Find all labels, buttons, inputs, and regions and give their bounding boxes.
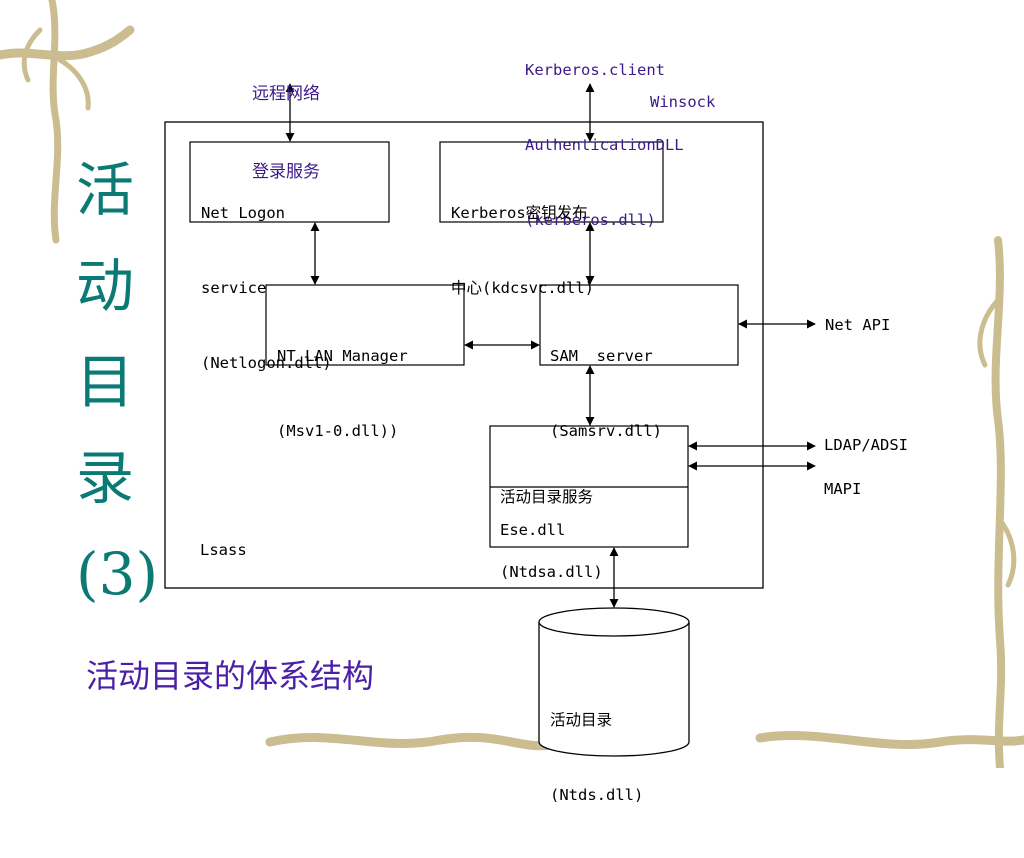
vine-right-leaf [977,297,1001,368]
net-logon-box [189,141,390,223]
remote-logon-label: 远程网络 登录服务 [252,84,320,182]
net-logon-text: Net Logon service (Netlogon.dll) [201,204,332,372]
title-char: 目 [76,348,135,416]
diagram-canvas [0,0,1024,768]
vine-decoration [0,0,1024,768]
title-char: 动 [76,252,135,320]
net-api-label: Net API [825,316,891,334]
vine-right-stem [991,236,1006,768]
sam-server-text: SAM server (Samsrv.dll) [550,347,662,440]
vine-top-left [0,25,135,61]
vertical-title: 活 动 目 录 (3) [76,142,166,622]
mapi-label: MAPI [820,477,942,502]
ntdsa-text: 活动目录服务 (Ntdsa.dll) [500,488,603,581]
title-char: (3) [76,540,159,608]
lsass-label: Lsass [200,541,247,559]
kdc-box [439,141,664,223]
kdc-text: Kerberos密钥发布 中心(kdcsvc.dll) [451,204,594,297]
vine-leaf-1 [57,57,91,111]
ldap-adsi-label: LDAP/ADSI [820,433,992,458]
nt-lan-manager-text: NT LAN Manager (Msv1-0.dll)) [277,347,408,440]
title-char: 录 [76,444,135,512]
diagram-caption: 活动目录的体系结构 [86,657,375,695]
ntds-database-text: 活动目录 (Ntds.dll) [550,711,644,804]
vine-bottom-right [755,731,1024,749]
lsass-frame [164,121,764,589]
vine-left-stem [48,0,62,244]
slide: 活 动 目 录 (3) 远程网络 登录服务 Kerberos.client Au… [0,0,1024,804]
ntds-database-cylinder [538,607,690,757]
nt-lan-manager-box [265,284,465,366]
winsock-label: Winsock [650,90,722,115]
title-char: 活 [76,156,135,224]
kerberos-client-label: Kerberos.client AuthenticationDLL (kerbe… [525,61,684,229]
sam-server-box [539,284,739,366]
vine-bottom [265,732,565,751]
vine-leaf-2 [21,27,43,83]
vine-right-leaf-2 [997,517,1017,588]
ese-text: Ese.dll [500,521,566,539]
